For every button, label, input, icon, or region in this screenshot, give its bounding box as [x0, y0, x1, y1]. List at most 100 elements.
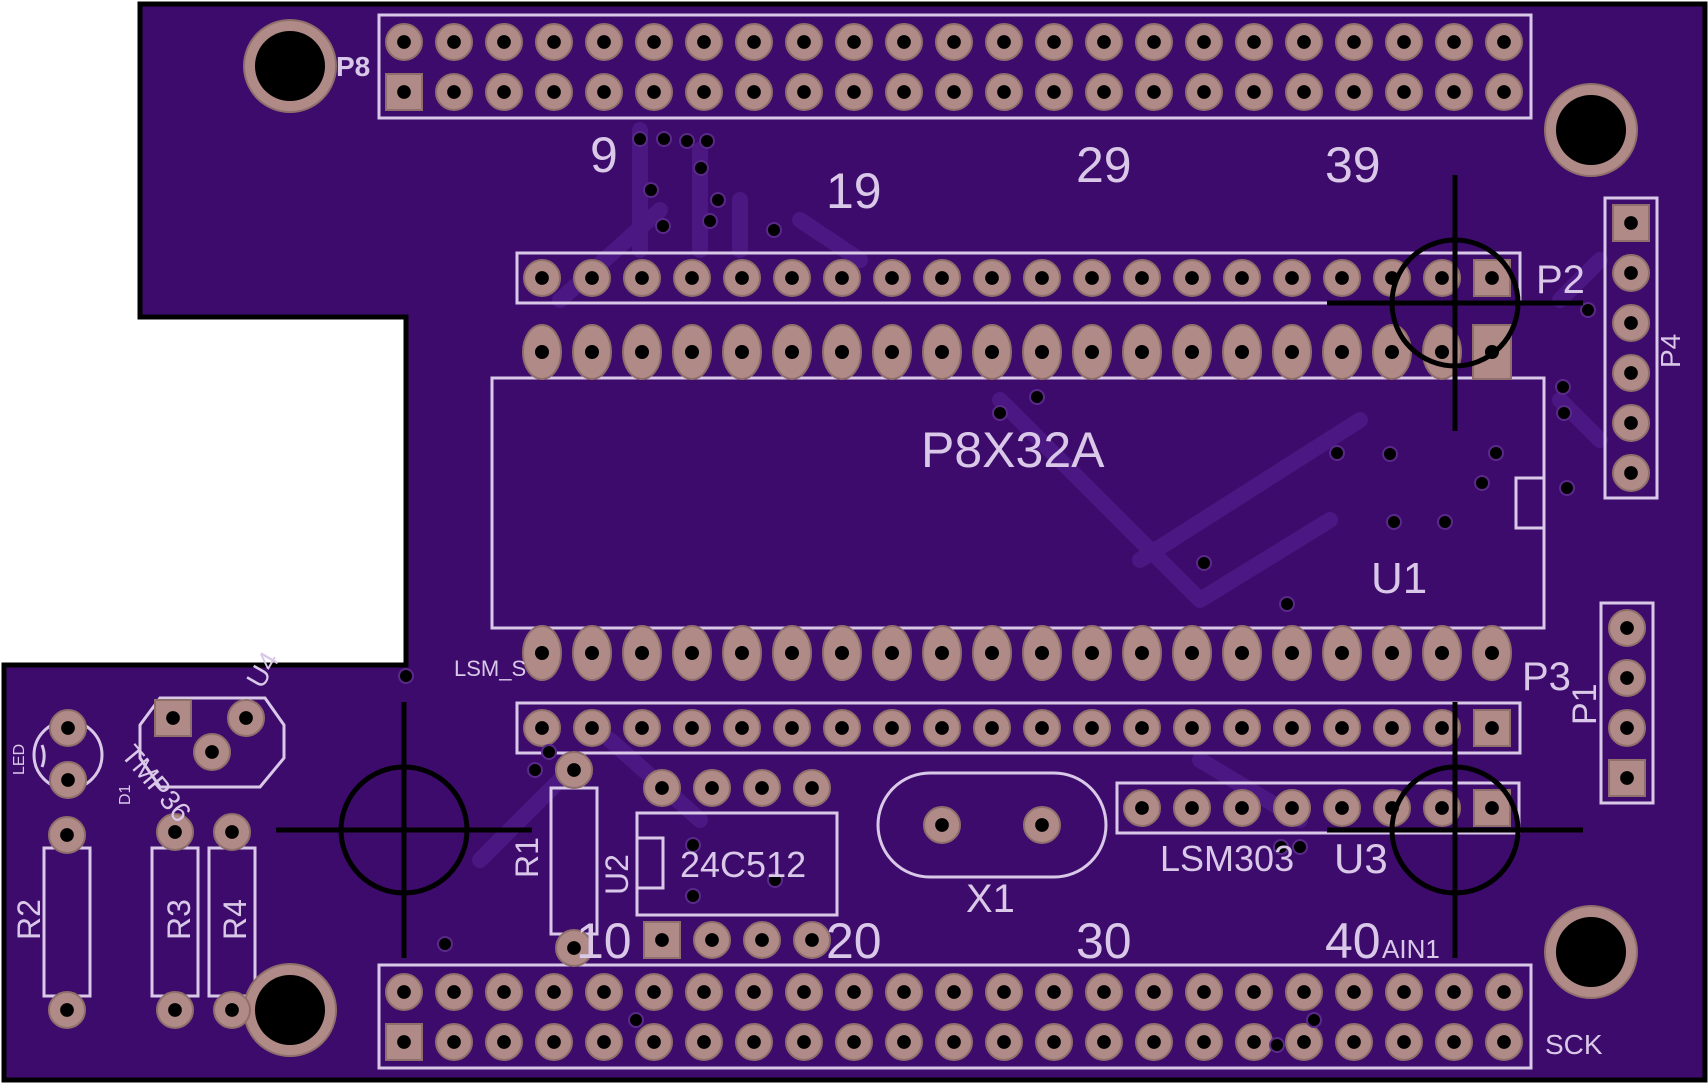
p4-pad-hole: [1624, 266, 1638, 280]
p8-bottom-pad-hole: [847, 985, 861, 999]
u4-pad-hole: [205, 745, 219, 759]
p8-top-pad-hole: [1497, 85, 1511, 99]
label-lsm-s: LSM_S: [454, 656, 526, 681]
p1-pad: [1608, 759, 1646, 797]
via: [655, 218, 671, 234]
p8-bottom-pad-hole: [1097, 985, 1111, 999]
p8-top-pad-hole: [997, 35, 1011, 49]
top-number-9: 9: [590, 127, 618, 183]
p8-bottom-pad-hole: [1197, 1035, 1211, 1049]
u2-top-pin-hole: [805, 781, 819, 795]
u1-bottom-pin-hole: [885, 646, 899, 660]
p1-pad-hole: [1620, 771, 1634, 785]
u1-top-pin-hole: [835, 345, 849, 359]
via: [685, 837, 701, 853]
p8-top-pad-hole: [1197, 35, 1211, 49]
via: [699, 133, 715, 149]
p8-top-pad-hole: [547, 35, 561, 49]
upper-row-pad-hole: [1435, 271, 1449, 285]
upper-row-pad-hole: [1085, 271, 1099, 285]
p8-bottom-pad-hole: [1047, 1035, 1061, 1049]
u3-header-outline: [1115, 781, 1521, 835]
via: [1269, 1037, 1285, 1053]
p8-bottom-pad-hole: [1147, 1035, 1161, 1049]
via: [1196, 555, 1212, 571]
label-d1: D1: [117, 784, 134, 805]
p1-pad-hole: [1620, 621, 1634, 635]
p8-bottom-pad-hole: [1197, 985, 1211, 999]
p8-top-pad-hole: [1247, 85, 1261, 99]
mounting-hole-drill: [1556, 917, 1626, 987]
p8-bottom-pad-hole: [1297, 985, 1311, 999]
u2-bottom-pin-hole: [655, 933, 669, 947]
upper-row-pad-hole: [1135, 271, 1149, 285]
label-r4: R4: [217, 899, 253, 940]
upper-row-pad-hole: [535, 271, 549, 285]
p8-bottom-pad: [385, 1023, 423, 1061]
p8-bottom-pad-hole: [1297, 1035, 1311, 1049]
mounting-holes: [243, 19, 1638, 1057]
p8-top-pad-hole: [797, 35, 811, 49]
via: [632, 131, 648, 147]
u3-pad-hole: [1135, 801, 1149, 815]
r2-pad-hole: [60, 1003, 74, 1017]
p8-top-pad-hole: [997, 85, 1011, 99]
u1-top-pin-hole: [1085, 345, 1099, 359]
p8-top-pad-hole: [897, 35, 911, 49]
upper-row-pad-hole: [1185, 271, 1199, 285]
p4-pad-hole: [1624, 416, 1638, 430]
p8-top-pad-hole: [1147, 85, 1161, 99]
lower-row-pad-hole: [1085, 721, 1099, 735]
via: [767, 872, 783, 888]
r3-pad-hole: [168, 1003, 182, 1017]
p8-top-pad-hole: [1347, 35, 1361, 49]
label-u3: U3: [1334, 835, 1388, 882]
p4-pad-hole: [1624, 316, 1638, 330]
p8-bottom-pad-hole: [647, 1035, 661, 1049]
via: [1382, 446, 1398, 462]
via: [702, 213, 718, 229]
upper-row-pad-hole: [1285, 271, 1299, 285]
p8-bottom-pad-hole: [1347, 1035, 1361, 1049]
via: [643, 182, 659, 198]
lower-row-pad-hole: [935, 721, 949, 735]
p8-top-pad-hole: [1047, 35, 1061, 49]
u4-pad-hole: [166, 711, 180, 725]
p8-top-pad-hole: [1447, 35, 1461, 49]
led-pad-hole: [61, 773, 75, 787]
p8-top-pad-hole: [697, 85, 711, 99]
chip-name: P8X32A: [921, 422, 1105, 478]
u1-bottom-pin-hole: [1085, 646, 1099, 660]
via: [656, 131, 672, 147]
u1-notch: [1514, 476, 1546, 530]
p8-bottom-pad-hole: [497, 985, 511, 999]
p8-bottom-pad-hole: [897, 1035, 911, 1049]
p8-bottom-pad-hole: [597, 985, 611, 999]
bottom-number-40: 40: [1325, 913, 1381, 969]
p8-bottom-pad-hole: [847, 1035, 861, 1049]
upper-row-pad-hole: [1235, 271, 1249, 285]
p8-bottom-pad-hole: [747, 985, 761, 999]
p8-top-pad-hole: [447, 35, 461, 49]
u1-top-pin-hole: [1235, 345, 1249, 359]
u3-pad-hole: [1185, 801, 1199, 815]
via: [679, 133, 695, 149]
via: [1559, 480, 1575, 496]
bottom-number-10: 10: [576, 913, 632, 969]
label-u2: U2: [599, 854, 635, 895]
u2-top-pin-hole: [705, 781, 719, 795]
via: [1273, 839, 1289, 855]
p8-bottom-pad-hole: [897, 985, 911, 999]
p8-top-pad-hole: [1447, 85, 1461, 99]
label-x1: X1: [966, 877, 1015, 921]
p8-bottom-pad-hole: [1247, 1035, 1261, 1049]
p8-bottom-pad-hole: [547, 985, 561, 999]
p8-bottom-pad-hole: [1397, 1035, 1411, 1049]
lower-row-pad-hole: [685, 721, 699, 735]
p8-bottom-pad-hole: [1097, 1035, 1111, 1049]
p8-bottom-pad-hole: [797, 985, 811, 999]
u1-top-pin-hole: [1185, 345, 1199, 359]
p8-bottom-pad-hole: [397, 1035, 411, 1049]
x1-pad-hole: [1035, 818, 1049, 832]
x1-crystal-outline: [876, 771, 1108, 879]
